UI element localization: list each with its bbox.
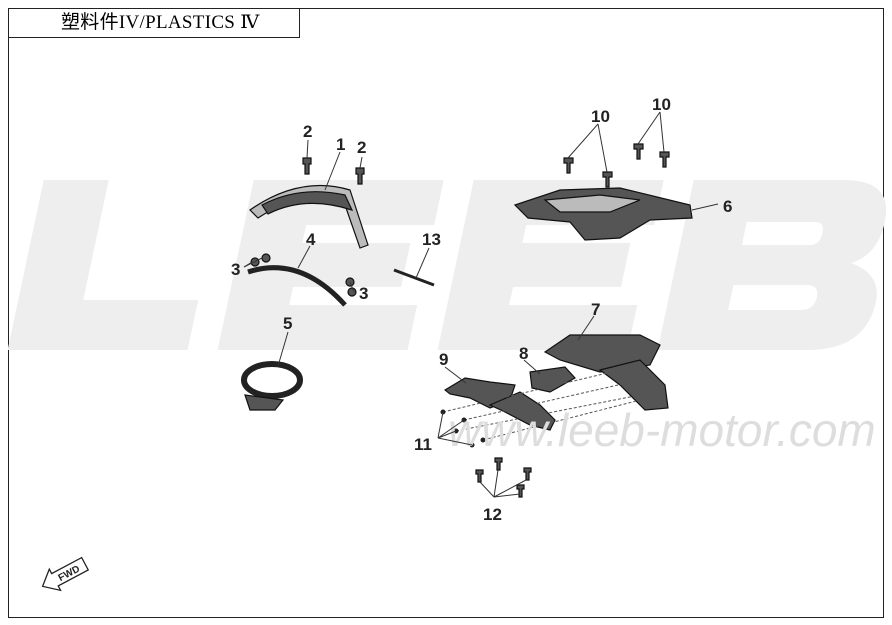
alignment-lines [442,369,661,441]
callout-5: 5 [283,314,292,333]
part-9-mount-frame[interactable] [443,377,556,431]
part-10-screw[interactable] [563,157,574,174]
callout-6: 6 [723,197,732,216]
watermark-url: www.leeb-motor.com [448,404,876,456]
part-5-ring[interactable] [241,361,303,411]
page-title: 塑料件IV/PLASTICS Ⅳ [8,8,300,38]
callout-4: 4 [306,230,316,249]
part-2-clip[interactable] [302,157,312,175]
part-3-nut[interactable] [261,253,271,263]
callout-2: 2 [357,138,366,157]
callout-13: 13 [422,230,441,249]
watermark-logo [7,180,887,350]
fwd-label: FWD [57,564,82,584]
callout-3: 3 [359,284,368,303]
part-10-screw[interactable] [659,151,670,168]
part-2-clip[interactable] [355,167,365,185]
part-1-fender[interactable] [249,184,369,249]
part-10-screw[interactable] [633,143,644,160]
part-7-rear-carrier[interactable] [543,334,669,411]
callout-10: 10 [591,107,610,126]
part-8-bracket[interactable] [529,366,576,393]
fwd-arrow-icon: FWD [41,556,90,592]
part-4-trim-strip[interactable] [247,265,347,307]
part-12-bolts[interactable] [475,457,532,498]
callout-1: 1 [336,135,345,154]
callout-8: 8 [519,344,528,363]
callout-11: 11 [414,435,432,454]
part-6-rear-rack[interactable] [513,187,693,241]
callout-12: 12 [483,505,502,524]
callout-7: 7 [591,300,600,319]
callout-2: 2 [303,122,312,141]
part-13-rod[interactable] [393,268,435,287]
callout-3: 3 [231,260,240,279]
part-10-screw[interactable] [602,171,613,188]
leader-lines [243,111,719,498]
callout-9: 9 [439,350,448,369]
callout-10: 10 [652,95,671,114]
diagram-frame [8,8,884,618]
part-3-nut[interactable] [347,287,357,297]
